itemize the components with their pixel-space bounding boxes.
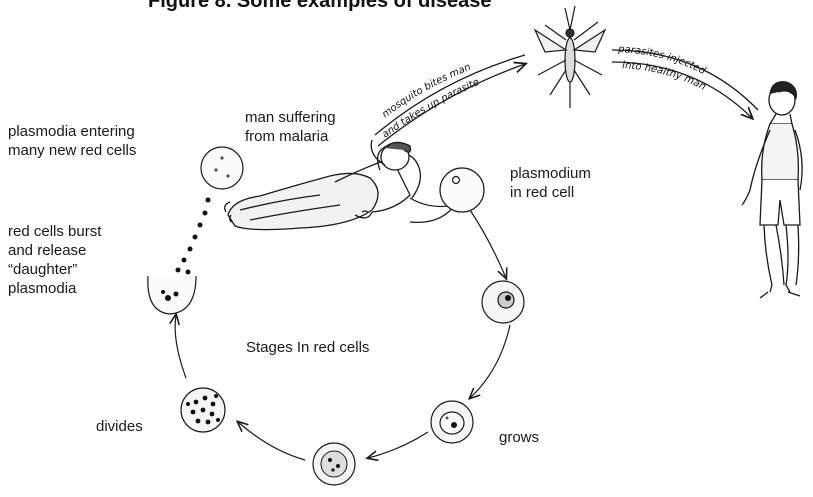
label-plasmodia-entering: plasmodia entering many new red cells <box>8 122 136 160</box>
red-cell-entering <box>201 147 243 189</box>
red-cell-plasmodium <box>440 168 484 212</box>
label-grows: grows <box>499 428 539 447</box>
label-stages-in-red-cells: Stages In red cells <box>246 338 369 357</box>
label-red-cells-burst: red cells burst and release “daughter” p… <box>8 222 101 298</box>
label-man-suffering: man suffering from malaria <box>245 108 336 146</box>
label-divides: divides <box>96 417 143 436</box>
plasmodia-dots <box>170 198 211 284</box>
label-plasmodium-in-red-cell: plasmodium in red cell <box>510 164 591 202</box>
red-cell-ring-stage <box>482 281 524 323</box>
red-cell-divides <box>181 388 225 432</box>
sick-man-illustration <box>225 140 455 230</box>
red-cell-burst <box>148 276 196 314</box>
mosquito-icon <box>535 6 605 108</box>
red-cell-bottom <box>313 443 355 485</box>
healthy-man-illustration <box>742 82 802 298</box>
red-cell-grows <box>431 401 473 443</box>
